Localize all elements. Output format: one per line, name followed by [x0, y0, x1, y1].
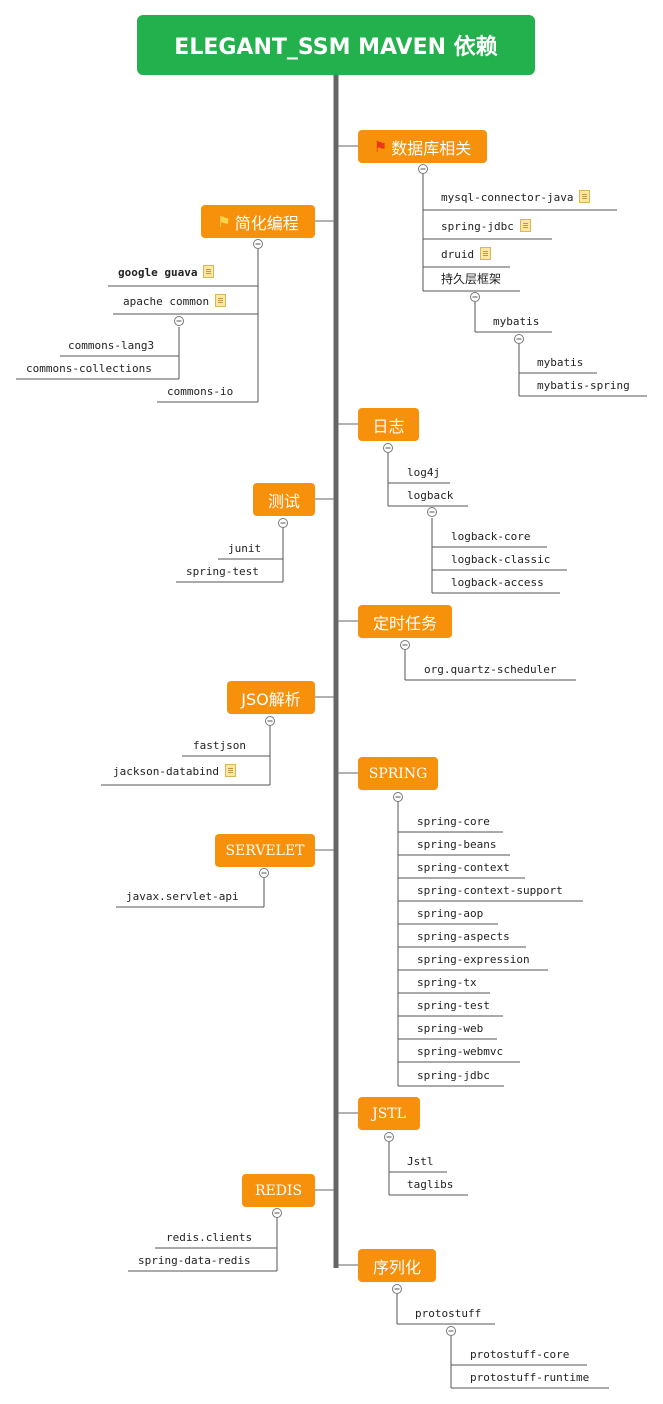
- leaf-spring-expression[interactable]: spring-expression: [417, 953, 530, 966]
- leaf-log4j[interactable]: log4j: [407, 466, 441, 479]
- leaf-google-guava[interactable]: google guava: [118, 265, 215, 280]
- leaf-spring-core[interactable]: spring-core: [417, 815, 490, 828]
- topic-database[interactable]: ⚑数据库相关: [358, 130, 487, 163]
- leaf-persistence-framework[interactable]: 持久层框架: [441, 272, 502, 286]
- leaf-spring-data-redis[interactable]: spring-data-redis: [138, 1254, 251, 1267]
- topic-programming[interactable]: ⚑简化编程: [201, 205, 315, 238]
- leaf-spring-test[interactable]: spring-test: [186, 565, 259, 578]
- topic-label: JSO解析: [241, 689, 301, 709]
- leaf-taglibs[interactable]: taglibs: [407, 1178, 454, 1191]
- topic-spring[interactable]: SPRING: [358, 757, 438, 790]
- topic-label: REDIS: [254, 1182, 303, 1199]
- leaf-druid[interactable]: druid: [441, 247, 492, 262]
- orange-flag-icon: ⚑: [217, 212, 231, 231]
- topic-logging[interactable]: 日志: [358, 408, 419, 441]
- topic-label: SERVELET: [225, 842, 305, 859]
- topic-label: SPRING: [368, 765, 428, 782]
- leaf-label: mysql-connector-java: [441, 191, 574, 204]
- root-topic[interactable]: ELEGANT_SSM MAVEN 依赖: [137, 15, 535, 75]
- note-icon[interactable]: [224, 764, 236, 777]
- leaf-commons-io[interactable]: commons-io: [167, 385, 234, 398]
- leaf-spring-webmvc[interactable]: spring-webmvc: [417, 1045, 504, 1058]
- note-icon[interactable]: [579, 190, 591, 203]
- leaf-logback-access[interactable]: logback-access: [451, 576, 544, 589]
- topic-serialization[interactable]: 序列化: [358, 1249, 436, 1282]
- leaf-spring-context[interactable]: spring-context: [417, 861, 510, 874]
- leaf-spring-test-spring[interactable]: spring-test: [417, 999, 490, 1012]
- note-icon[interactable]: [480, 247, 492, 260]
- leaf-apache-common[interactable]: apache common: [123, 294, 227, 309]
- note-icon[interactable]: [215, 294, 227, 307]
- leaf-spring-tx[interactable]: spring-tx: [417, 976, 477, 989]
- topic-label: 序列化: [372, 1257, 421, 1277]
- topic-label: 定时任务: [372, 613, 437, 633]
- leaf-junit[interactable]: junit: [228, 542, 262, 555]
- leaf-label: apache common: [123, 295, 210, 308]
- topic-testing[interactable]: 测试: [253, 483, 315, 516]
- topic-label: 简化编程: [234, 213, 299, 233]
- leaf-protostuff-runtime[interactable]: protostuff-runtime: [470, 1371, 590, 1384]
- leaf-spring-context-support[interactable]: spring-context-support: [417, 884, 563, 897]
- topic-label: 数据库相关: [391, 138, 472, 158]
- note-icon[interactable]: [203, 265, 215, 278]
- leaf-spring-web[interactable]: spring-web: [417, 1022, 484, 1035]
- leaf-fastjson[interactable]: fastjson: [193, 739, 246, 752]
- topic-jstl[interactable]: JSTL: [358, 1097, 420, 1130]
- leaf-spring-jdbc[interactable]: spring-jdbc: [441, 219, 531, 234]
- leaf-jstl[interactable]: Jstl: [407, 1155, 434, 1168]
- topic-json[interactable]: JSO解析: [227, 681, 315, 714]
- leaf-label: spring-jdbc: [441, 220, 514, 233]
- leaf-javax-servlet-api[interactable]: javax.servlet-api: [126, 890, 239, 903]
- leaf-spring-beans[interactable]: spring-beans: [417, 838, 497, 851]
- leaf-commons-collections[interactable]: commons-collections: [26, 362, 152, 375]
- leaf-label: jackson-databind: [113, 765, 219, 778]
- leaf-jackson-databind[interactable]: jackson-databind: [113, 764, 236, 779]
- topic-redis[interactable]: REDIS: [242, 1174, 315, 1207]
- leaf-protostuff-core[interactable]: protostuff-core: [470, 1348, 570, 1361]
- leaf-label: google guava: [118, 266, 198, 279]
- red-flag-icon: ⚑: [373, 137, 388, 156]
- leaf-logback-classic[interactable]: logback-classic: [451, 553, 551, 566]
- leaf-mybatis-spring[interactable]: mybatis-spring: [537, 379, 630, 392]
- topic-scheduled[interactable]: 定时任务: [358, 605, 452, 638]
- leaf-mybatis[interactable]: mybatis: [537, 356, 584, 369]
- leaf-protostuff[interactable]: protostuff: [415, 1307, 482, 1320]
- leaf-logback[interactable]: logback: [407, 489, 454, 502]
- topic-label: 测试: [267, 491, 300, 511]
- leaf-mybatis-group[interactable]: mybatis: [493, 315, 540, 328]
- note-icon[interactable]: [519, 219, 531, 232]
- leaf-quartz-scheduler[interactable]: org.quartz-scheduler: [424, 663, 557, 676]
- leaf-mysql-connector-java[interactable]: mysql-connector-java: [441, 190, 591, 205]
- leaf-commons-lang3[interactable]: commons-lang3: [68, 339, 155, 352]
- topic-servlet[interactable]: SERVELET: [215, 834, 315, 867]
- leaf-redis-clients[interactable]: redis.clients: [166, 1231, 253, 1244]
- leaf-label: druid: [441, 248, 475, 261]
- leaf-spring-aop[interactable]: spring-aop: [417, 907, 484, 920]
- leaf-spring-aspects[interactable]: spring-aspects: [417, 930, 510, 943]
- topic-label: JSTL: [372, 1105, 406, 1122]
- leaf-logback-core[interactable]: logback-core: [451, 530, 531, 543]
- topic-label: 日志: [372, 416, 405, 436]
- leaf-spring-jdbc-spring[interactable]: spring-jdbc: [417, 1069, 490, 1082]
